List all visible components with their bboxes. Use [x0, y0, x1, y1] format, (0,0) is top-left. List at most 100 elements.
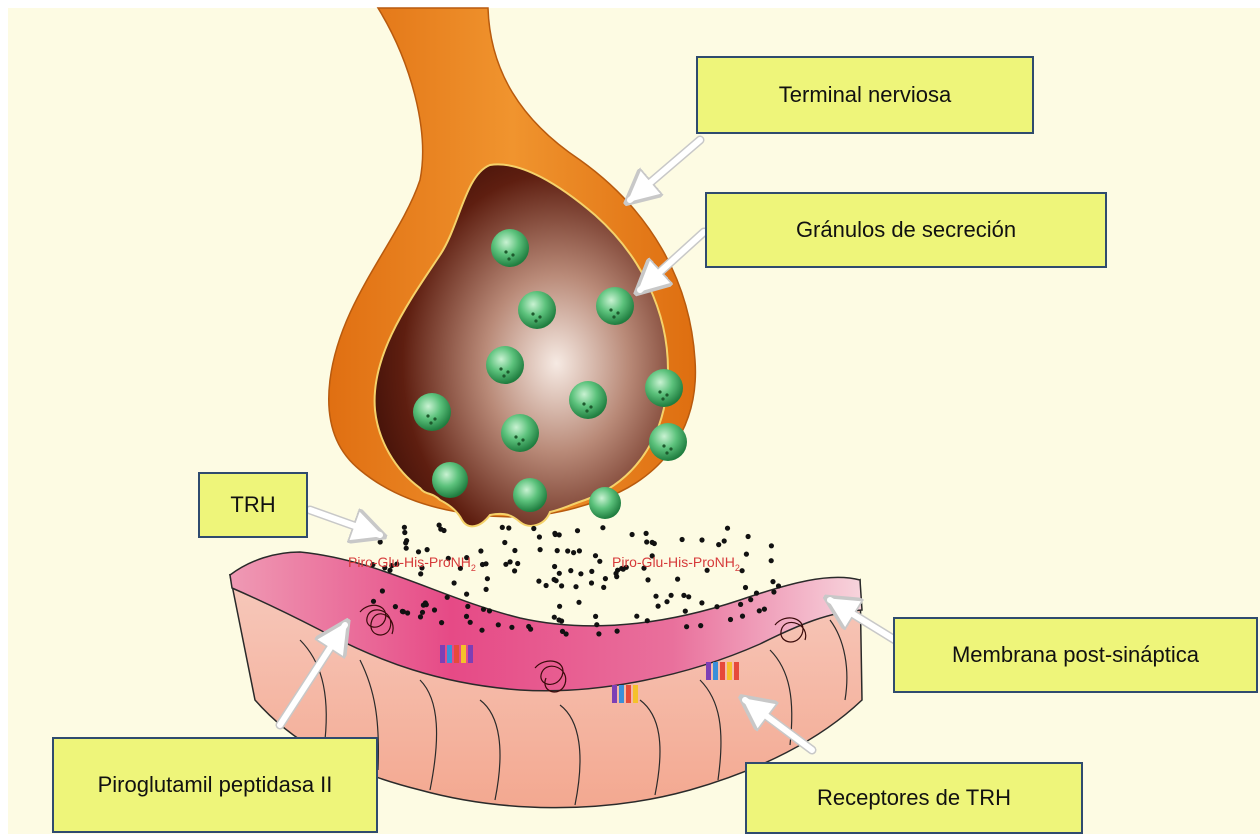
trh-molecule-dot [552, 564, 557, 569]
trh-molecule-dot [645, 577, 650, 582]
trh-molecule-dot [683, 609, 688, 614]
trh-molecule-dot [465, 604, 470, 609]
granule [432, 462, 468, 498]
granule [518, 291, 556, 329]
granule [596, 287, 634, 325]
trh-molecule-dot [404, 538, 409, 543]
trh-molecule-dot [552, 577, 557, 582]
trh-molecule-dot [740, 568, 745, 573]
trh-molecule-dot [699, 600, 704, 605]
trh-molecule-dot [722, 538, 727, 543]
trh-molecule-dot [557, 604, 562, 609]
trh-molecule-dot [556, 617, 561, 622]
label-trh: TRH [198, 472, 308, 538]
trh-molecule-dot [402, 530, 407, 535]
trh-molecule-dot [770, 579, 775, 584]
granule [413, 393, 451, 431]
trh-molecule-dot [680, 537, 685, 542]
trh-molecule-dot [725, 526, 730, 531]
granule [569, 381, 607, 419]
trh-molecule-dot [538, 547, 543, 552]
trh-molecule-dot [445, 595, 450, 600]
trh-molecule-dot [544, 583, 549, 588]
trh-molecule-dot [776, 583, 781, 588]
trh-molecule-dot [423, 600, 428, 605]
trh-molecule-dot [738, 602, 743, 607]
trh-molecule-dot [515, 561, 520, 566]
trh-molecule-dot [478, 548, 483, 553]
trh-molecule-dot [464, 592, 469, 597]
trh-molecule-dot [771, 589, 776, 594]
trh-molecule-dot [743, 585, 748, 590]
trh-molecule-dot [754, 591, 759, 596]
granule [645, 369, 683, 407]
trh-molecule-dot [698, 623, 703, 628]
label-receptores-trh: Receptores de TRH [745, 762, 1083, 834]
arrow-terminal-core [630, 140, 700, 200]
trh-molecule-dot [432, 607, 437, 612]
trh-molecule-dot [573, 584, 578, 589]
trh-molecule-dot [686, 594, 691, 599]
trh-molecule-dot [614, 574, 619, 579]
trh-molecule-dot [653, 594, 658, 599]
trh-molecule-dot [744, 552, 749, 557]
trh-molecule-dot [402, 525, 407, 530]
trh-molecule-dot [552, 615, 557, 620]
trh-molecule-dot [509, 625, 514, 630]
trh-molecule-dot [537, 534, 542, 539]
trh-molecule-dot [404, 546, 409, 551]
granule [486, 346, 524, 384]
trh-molecule-dot [714, 604, 719, 609]
trh-molecule-dot [634, 614, 639, 619]
trh-molecule-dot [420, 610, 425, 615]
formula-right: Piro-Glu-His-ProNH2 [612, 554, 740, 573]
trh-molecule-dot [512, 568, 517, 573]
trh-molecule-dot [464, 614, 469, 619]
label-membrana-postsinaptica: Membrana post-sináptica [893, 617, 1258, 693]
trh-molecule-dot [418, 571, 423, 576]
trh-molecule-dot [577, 548, 582, 553]
trh-molecule-dot [593, 553, 598, 558]
trh-molecule-dot [644, 531, 649, 536]
trh-molecule-dot [594, 622, 599, 627]
trh-molecule-dot [502, 540, 507, 545]
trh-molecule-dot [576, 600, 581, 605]
trh-molecule-dot [769, 558, 774, 563]
granule [491, 229, 529, 267]
trh-molecule-dot [485, 576, 490, 581]
trh-molecule-dot [748, 597, 753, 602]
trh-molecule-dot [439, 620, 444, 625]
trh-molecule-dot [656, 604, 661, 609]
trh-molecule-dot [757, 608, 762, 613]
arrow-trh-core [310, 510, 380, 535]
trh-molecule-dot [630, 532, 635, 537]
granule [501, 414, 539, 452]
trh-molecule-dot [536, 579, 541, 584]
trh-molecule-dot [575, 528, 580, 533]
trh-molecule-dot [571, 550, 576, 555]
trh-molecule-dot [405, 610, 410, 615]
trh-molecule-dot [769, 543, 774, 548]
trh-molecule-dot [371, 599, 376, 604]
trh-molecule-dot [716, 542, 721, 547]
trh-molecule-dot [479, 628, 484, 633]
trh-molecule-dot [675, 577, 680, 582]
trh-molecule-dot [589, 580, 594, 585]
trh-molecule-dot [484, 587, 489, 592]
trh-molecule-dot [512, 548, 517, 553]
trh-molecule-dot [496, 622, 501, 627]
trh-molecule-dot [400, 609, 405, 614]
trh-molecule-dot [593, 614, 598, 619]
trh-molecule-dot [699, 537, 704, 542]
granule [513, 478, 547, 512]
trh-molecule-dot [615, 629, 620, 634]
trh-molecule-dot [740, 614, 745, 619]
label-piroglutamil-peptidasa: Piroglutamil peptidasa II [52, 737, 378, 833]
trh-molecule-dot [603, 576, 608, 581]
trh-molecule-dot [589, 569, 594, 574]
trh-molecule-dot [487, 608, 492, 613]
trh-molecule-dot [652, 541, 657, 546]
trh-molecule-dot [762, 607, 767, 612]
